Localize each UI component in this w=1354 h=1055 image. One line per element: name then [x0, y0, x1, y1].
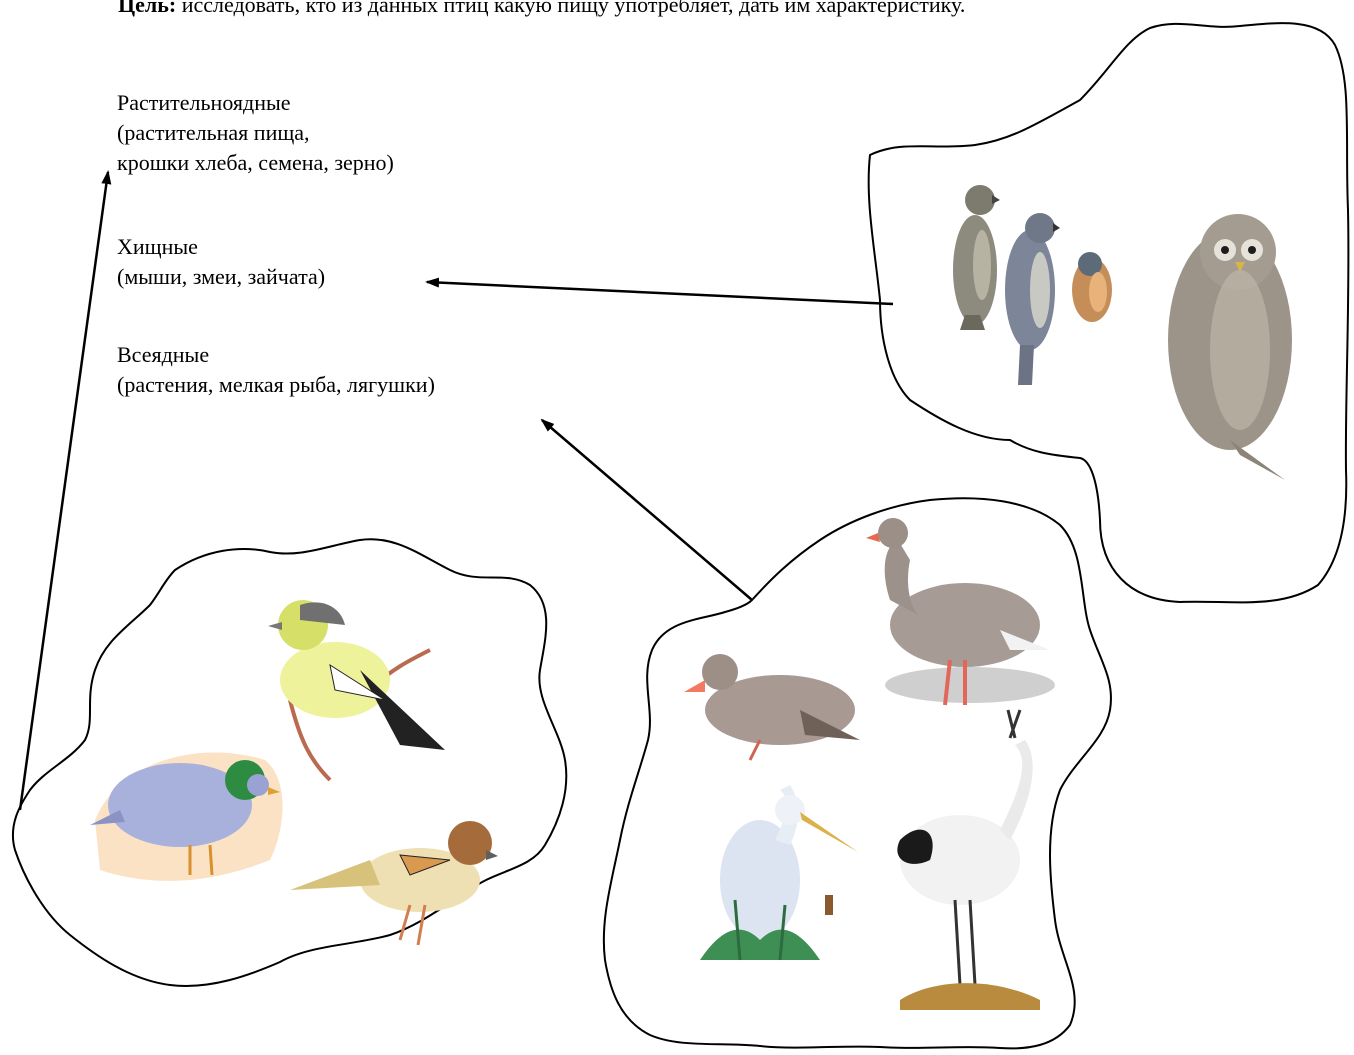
- crane-icon: [897, 710, 1040, 1010]
- arrow-predators: [427, 282, 893, 304]
- omnivores-blob: [604, 498, 1111, 1048]
- sparrow-icon: [290, 821, 498, 945]
- pigeon-icon: [90, 753, 283, 881]
- owl-icon: [1168, 214, 1292, 480]
- finch-icon: [268, 600, 445, 780]
- heron-icon: [700, 785, 858, 960]
- duck-icon: [684, 654, 860, 760]
- goose-icon: [866, 518, 1055, 705]
- arrow-herbivores: [20, 172, 108, 810]
- arrow-omnivores: [542, 420, 752, 600]
- hawk-icon: [953, 185, 1000, 330]
- sparrowhawk-icon: [1005, 213, 1060, 385]
- kestrel-icon: [1072, 252, 1112, 322]
